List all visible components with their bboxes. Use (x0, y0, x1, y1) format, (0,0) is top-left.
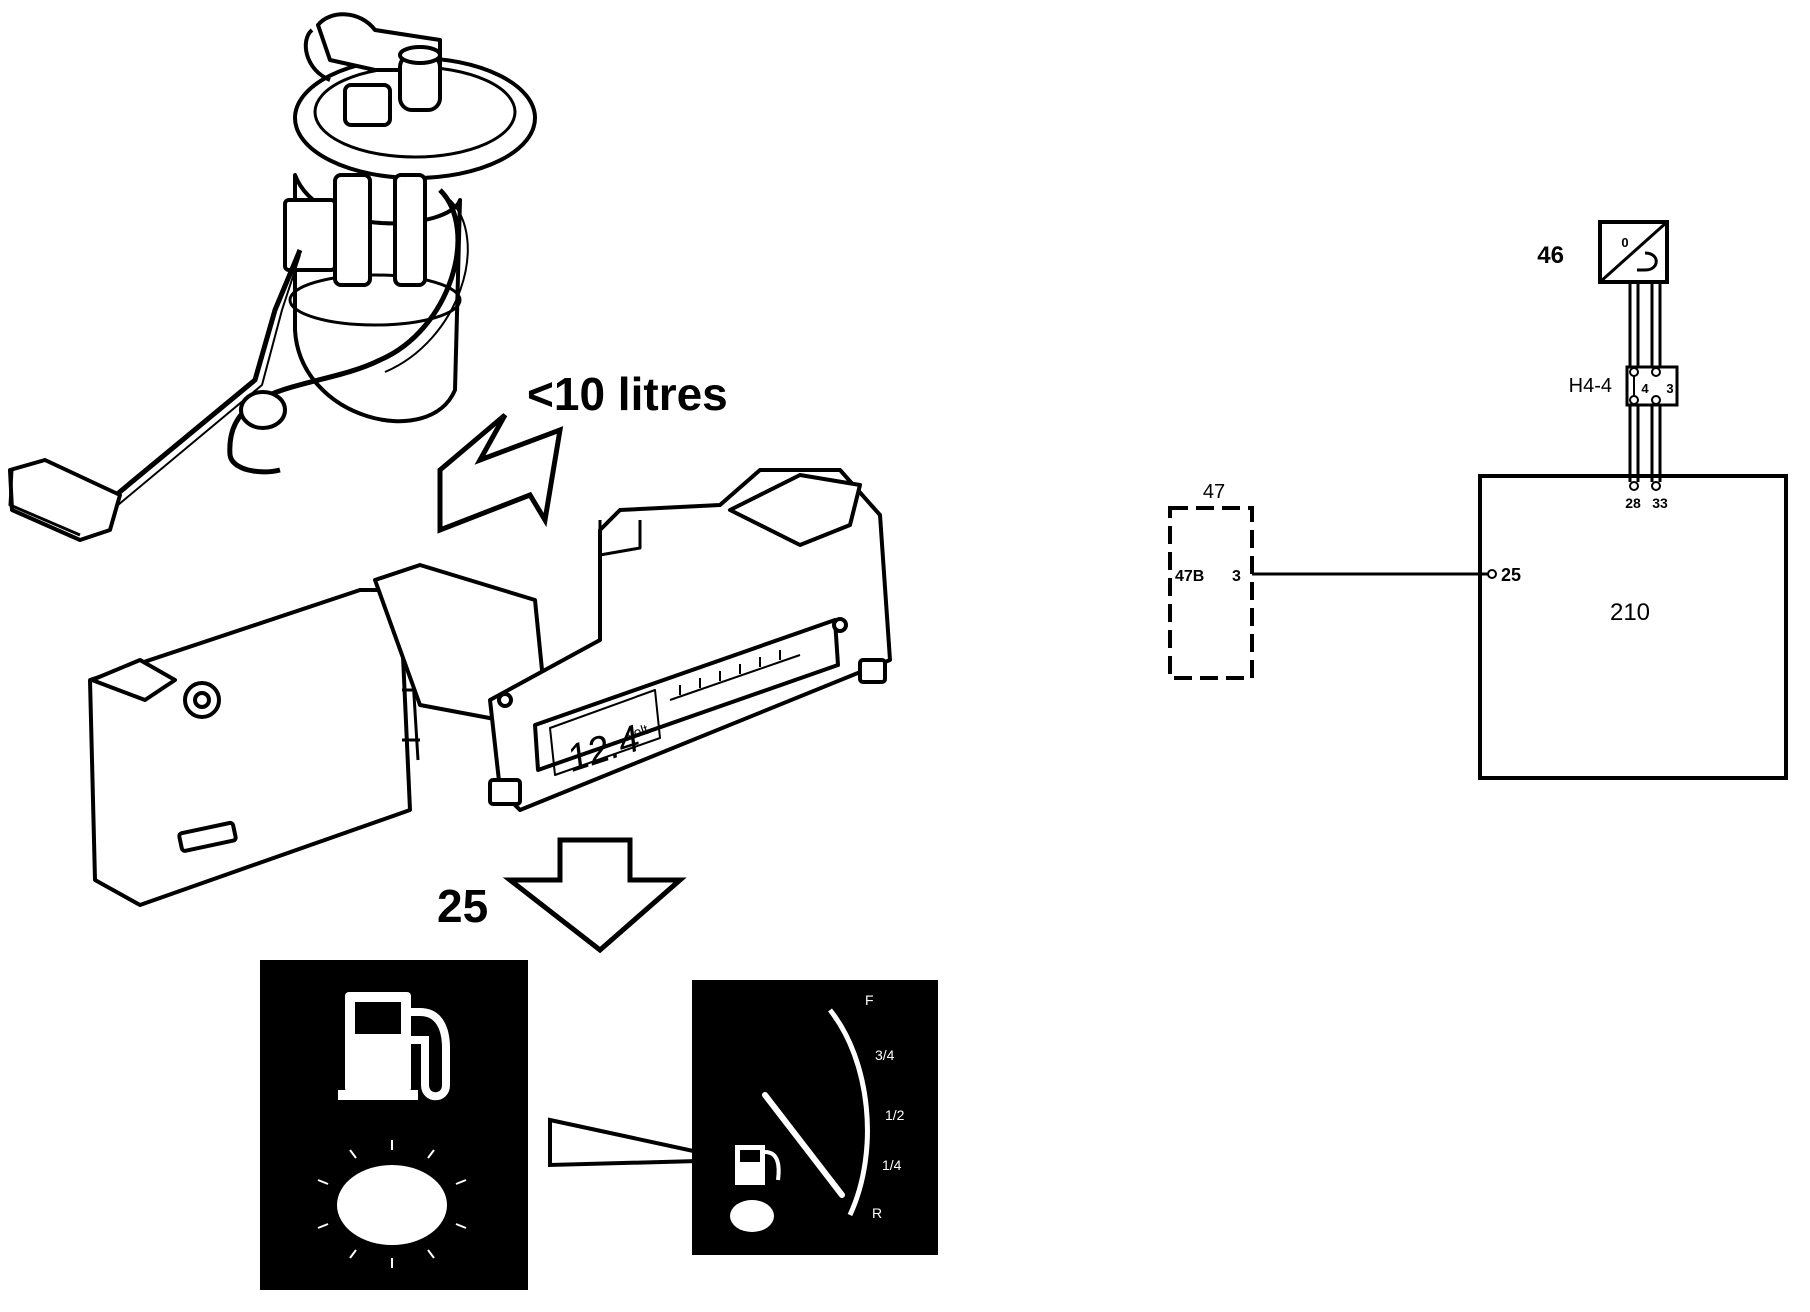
gauge-mark-1-2: 1/2 (885, 1107, 905, 1123)
fuel-pump-icon (338, 992, 450, 1101)
pin-28-label: 28 (1625, 495, 1641, 511)
cluster-display-unit: volt (625, 721, 651, 743)
callout-ref-label: 25 (437, 880, 488, 932)
cluster-bargraph (669, 650, 801, 701)
unit-47-pin-label: 3 (1232, 568, 1241, 585)
instrument-cluster (88, 468, 892, 907)
warning-lamp-icon (337, 1165, 447, 1245)
unit-47b-label: 47B (1175, 568, 1204, 585)
lamp-rays (317, 1140, 467, 1268)
fuel-pump-assembly (8, 12, 537, 542)
fuel-gauge-panel: F 3/4 1/2 1/4 R (692, 980, 938, 1255)
gauge-lamp-icon (730, 1200, 774, 1232)
low-fuel-warning-panel (260, 960, 528, 1290)
pin-33-label: 33 (1652, 495, 1668, 511)
sensor-ref-label: 46 (1537, 242, 1564, 269)
gauge-needle (762, 1092, 845, 1198)
gauge-fuel-icon (735, 1145, 781, 1185)
sensor-glyph: 0 (1621, 235, 1628, 250)
connector-h4-4-symbol: 4 3 (1625, 365, 1679, 407)
wiring-schematic: 46 0 H4-4 4 3 28 33 (1168, 220, 1788, 780)
connector-ref-label: H4-4 (1569, 375, 1612, 397)
connector-pin-left-label: 4 (1641, 381, 1649, 396)
unit-47-label: 47 (1203, 481, 1225, 503)
unit-47-box (1168, 506, 1254, 680)
arrow-down-icon (502, 837, 687, 954)
gauge-mark-r: R (872, 1205, 882, 1221)
connector-pin-right-label: 3 (1666, 381, 1673, 396)
arrow-to-cluster-icon (437, 413, 564, 534)
gauge-scale-arc (828, 1008, 870, 1217)
gauge-mark-f: F (865, 992, 874, 1008)
unit-210-box (1478, 474, 1788, 780)
pointer-wedge (548, 1117, 736, 1168)
pin-25-label: 25 (1501, 565, 1521, 585)
gauge-mark-1-4: 1/4 (882, 1157, 902, 1173)
callout-threshold-label: <10 litres (527, 368, 728, 420)
fuel-level-sensor-symbol: 0 (1598, 220, 1669, 284)
unit-210-label: 210 (1610, 599, 1650, 626)
gauge-mark-3-4: 3/4 (875, 1047, 895, 1063)
